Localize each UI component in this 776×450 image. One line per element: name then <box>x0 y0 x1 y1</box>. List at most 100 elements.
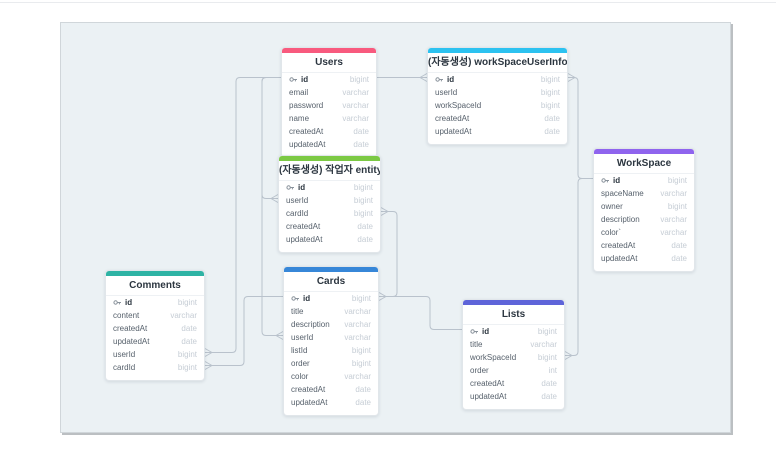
field-type: date <box>181 337 197 346</box>
field-type: bigint <box>353 209 373 218</box>
field-type: date <box>357 235 373 244</box>
field-name-text: name <box>289 114 310 123</box>
primary-key-icon <box>435 77 443 82</box>
field-row-WorkSpace-id: id bigint <box>594 174 694 187</box>
field-type: date <box>355 398 371 407</box>
table-rows: id bigint title varchar workSpaceId bigi… <box>463 325 564 403</box>
field-type: date <box>544 114 560 123</box>
field-row-Comments-createdAt: createdAt date <box>106 322 204 335</box>
field-row-WorkSpace-createdAt: createdAt date <box>594 239 694 252</box>
field-row-Cards-description: description varchar <box>284 318 378 331</box>
field-type: bigint <box>537 353 557 362</box>
field-name: color <box>291 372 308 381</box>
field-name-text: spaceName <box>601 189 644 198</box>
field-row-workSpaceUserInfo-updatedAt: updatedAt date <box>428 125 567 138</box>
field-type: varchar <box>344 372 371 381</box>
field-row-workSpaceUserInfo-userId: userId bigint <box>428 86 567 99</box>
table-rows: id bigint userId bigint cardId bigint <box>279 181 380 246</box>
field-name-text: userId <box>113 350 136 359</box>
field-name: userId <box>291 333 313 342</box>
field-name: userId <box>113 350 135 359</box>
field-name: userId <box>286 196 308 205</box>
field-name-text: updatedAt <box>435 127 472 136</box>
field-name-text: color <box>291 372 309 381</box>
field-type: bigint <box>667 176 687 185</box>
table-accent-bar <box>279 156 380 161</box>
field-name-text: userId <box>435 88 458 97</box>
field-type: date <box>353 140 369 149</box>
field-name-text: id <box>301 75 309 84</box>
table-Lists[interactable]: Lists id bigint title varchar workSpaceI… <box>462 299 565 410</box>
field-row-Cards-title: title varchar <box>284 305 378 318</box>
primary-key-icon <box>289 77 297 82</box>
field-name: description <box>291 320 330 329</box>
table-WorkSpace[interactable]: WorkSpace id bigint spaceName varchar ow… <box>593 148 695 272</box>
field-name: order <box>291 359 310 368</box>
field-type: varchar <box>342 101 369 110</box>
window-top-divider <box>0 2 776 3</box>
table-entity[interactable]: (자동생성) 작업자 entity id bigint userId bigin… <box>278 155 381 253</box>
field-name-text: order <box>470 366 489 375</box>
table-Users[interactable]: Users id bigint email varchar password <box>281 47 377 158</box>
field-name-text: workSpaceId <box>470 353 517 362</box>
table-title: Cards <box>284 272 378 292</box>
field-row-entity-updatedAt: updatedAt date <box>279 233 380 246</box>
field-name-text: id <box>125 298 133 307</box>
field-name-text: id <box>303 294 311 303</box>
table-accent-bar <box>106 271 204 276</box>
table-workSpaceUserInfo[interactable]: (자동생성) workSpaceUserInfo id bigint userI… <box>427 47 568 145</box>
field-name: password <box>289 101 323 110</box>
table-Comments[interactable]: Comments id bigint content varchar creat… <box>105 270 205 381</box>
field-name: name <box>289 114 309 123</box>
field-name: updatedAt <box>289 140 325 149</box>
field-row-Comments-updatedAt: updatedAt date <box>106 335 204 348</box>
field-name: createdAt <box>113 324 147 333</box>
field-name-text: createdAt <box>289 127 324 136</box>
table-accent-bar <box>463 300 564 305</box>
field-name-text: createdAt <box>435 114 470 123</box>
field-name-text: title <box>470 340 483 349</box>
field-type: varchar <box>344 320 371 329</box>
field-type: date <box>181 324 197 333</box>
field-name: id <box>601 176 620 185</box>
field-row-Users-name: name varchar <box>282 112 376 125</box>
field-row-Comments-cardId: cardId bigint <box>106 361 204 374</box>
field-row-entity-cardId: cardId bigint <box>279 207 380 220</box>
field-name: color` <box>601 228 621 237</box>
field-name-text: updatedAt <box>601 254 638 263</box>
field-name-text: updatedAt <box>113 337 150 346</box>
field-type: varchar <box>344 307 371 316</box>
field-type: date <box>355 385 371 394</box>
field-name-text: listId <box>291 346 308 355</box>
field-row-WorkSpace-updatedAt: updatedAt date <box>594 252 694 265</box>
field-name-text: order <box>291 359 310 368</box>
field-name: id <box>286 183 305 192</box>
field-row-Lists-updatedAt: updatedAt date <box>463 390 564 403</box>
field-type: date <box>541 392 557 401</box>
field-name-text: workSpaceId <box>435 101 482 110</box>
primary-key-icon <box>286 185 294 190</box>
field-type: bigint <box>537 327 557 336</box>
field-name: title <box>470 340 482 349</box>
field-row-Users-updatedAt: updatedAt date <box>282 138 376 151</box>
field-row-Lists-createdAt: createdAt date <box>463 377 564 390</box>
field-name: id <box>435 75 454 84</box>
field-name-text: email <box>289 88 309 97</box>
table-rows: id bigint title varchar description varc… <box>284 292 378 409</box>
field-type: bigint <box>351 294 371 303</box>
table-rows: id bigint content varchar createdAt date <box>106 296 204 374</box>
field-row-Comments-userId: userId bigint <box>106 348 204 361</box>
field-name-text: updatedAt <box>289 140 326 149</box>
field-type: bigint <box>349 75 369 84</box>
table-Cards[interactable]: Cards id bigint title varchar descriptio… <box>283 266 379 416</box>
field-name: id <box>291 294 310 303</box>
table-rows: id bigint email varchar password varchar <box>282 73 376 151</box>
table-accent-bar <box>284 267 378 272</box>
table-title: WorkSpace <box>594 154 694 174</box>
field-row-entity-createdAt: createdAt date <box>279 220 380 233</box>
field-name: owner <box>601 202 623 211</box>
field-type: varchar <box>170 311 197 320</box>
field-name-text: createdAt <box>470 379 505 388</box>
field-name-text: title <box>291 307 304 316</box>
field-type: varchar <box>660 189 687 198</box>
